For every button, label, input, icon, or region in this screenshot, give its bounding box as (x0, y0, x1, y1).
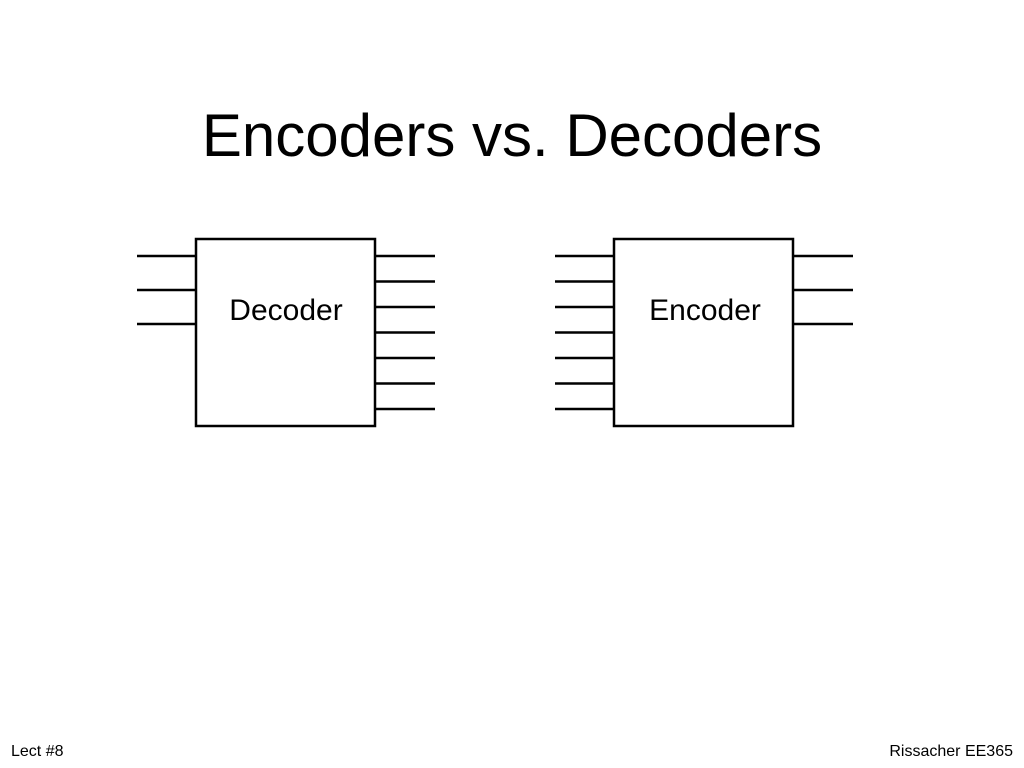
decoder-box (194, 237, 377, 428)
footer-lecture-number: Lect #8 (11, 743, 64, 760)
slide-title: Encoders vs. Decoders (201, 102, 823, 169)
encoder-input-lines (555, 254, 614, 411)
encoder-output-lines (793, 254, 853, 326)
decoder-input-lines (137, 254, 196, 326)
decoder-output-lines (375, 254, 435, 411)
encoder-box (612, 237, 795, 428)
footer-author-course: Rissacher EE365 (889, 743, 1013, 760)
encoder-label: Encoder (649, 294, 761, 327)
encoder-block: Encoder (555, 237, 853, 428)
decoder-label: Decoder (229, 294, 342, 327)
decoder-block: Decoder (137, 237, 435, 428)
